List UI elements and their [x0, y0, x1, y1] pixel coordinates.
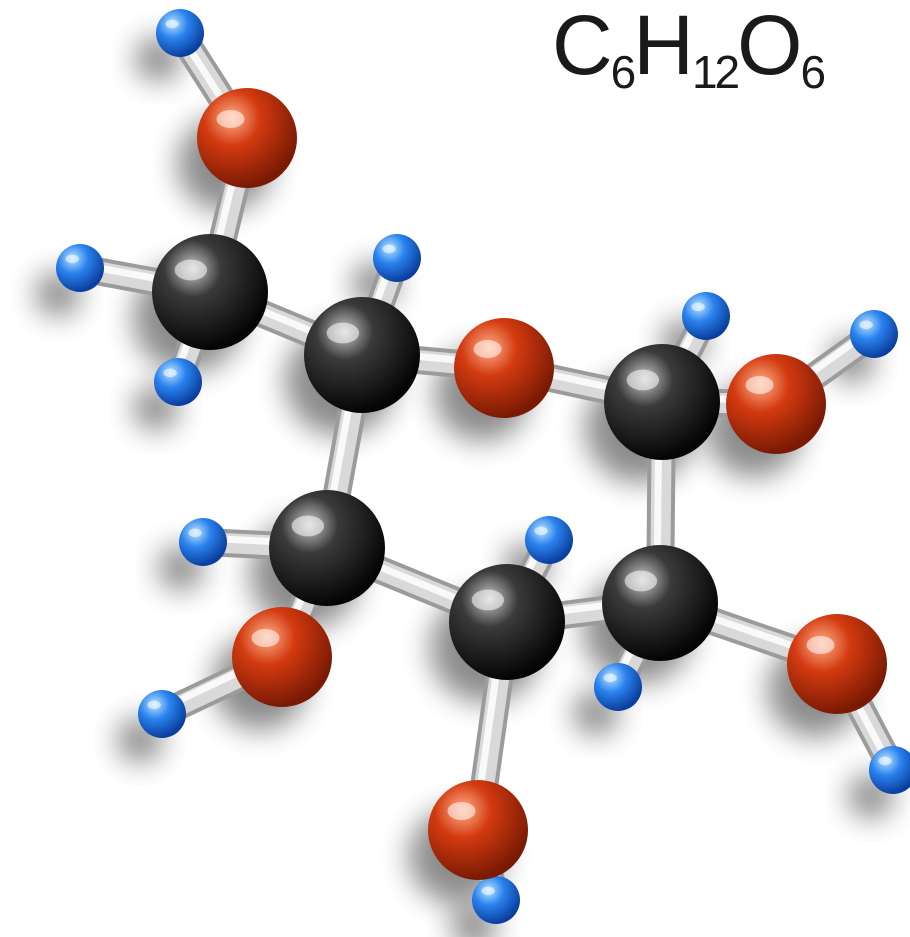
formula-oxygen-count: 6	[800, 46, 826, 98]
atom-o2	[787, 614, 887, 714]
atom-h1c	[682, 292, 730, 340]
atom-c3	[449, 564, 565, 680]
formula-carbon-symbol: C	[552, 0, 613, 92]
atom-c6	[152, 234, 268, 350]
atom-h3	[525, 516, 573, 564]
atom-h1o	[850, 310, 898, 358]
atom-h6b	[154, 358, 202, 406]
formula-carbon-count: 6	[610, 46, 637, 98]
atom-o3	[428, 780, 528, 880]
atom-o4	[232, 607, 332, 707]
atom-o1	[726, 354, 826, 454]
atom-c2	[602, 545, 718, 661]
formula-hydrogen-symbol: H	[633, 0, 694, 92]
atom-h2o	[869, 746, 910, 794]
chemical-formula: C6H12O6	[552, 0, 826, 98]
atom-h4	[179, 518, 227, 566]
atom-h1	[156, 9, 204, 57]
atom-o6	[197, 88, 297, 188]
formula-hydrogen-count: 12	[691, 46, 740, 98]
atom-c4	[269, 490, 385, 606]
formula-oxygen-symbol: O	[737, 0, 802, 92]
atom-h5	[373, 234, 421, 282]
atom-h4o	[138, 690, 186, 738]
atom-h2	[594, 663, 642, 711]
atom-h6a	[56, 244, 104, 292]
atom-c5	[304, 297, 420, 413]
atom-h3o	[472, 876, 520, 924]
atom-o-ring	[454, 318, 554, 418]
atom-spheres	[56, 9, 910, 924]
atom-c1	[604, 344, 720, 460]
